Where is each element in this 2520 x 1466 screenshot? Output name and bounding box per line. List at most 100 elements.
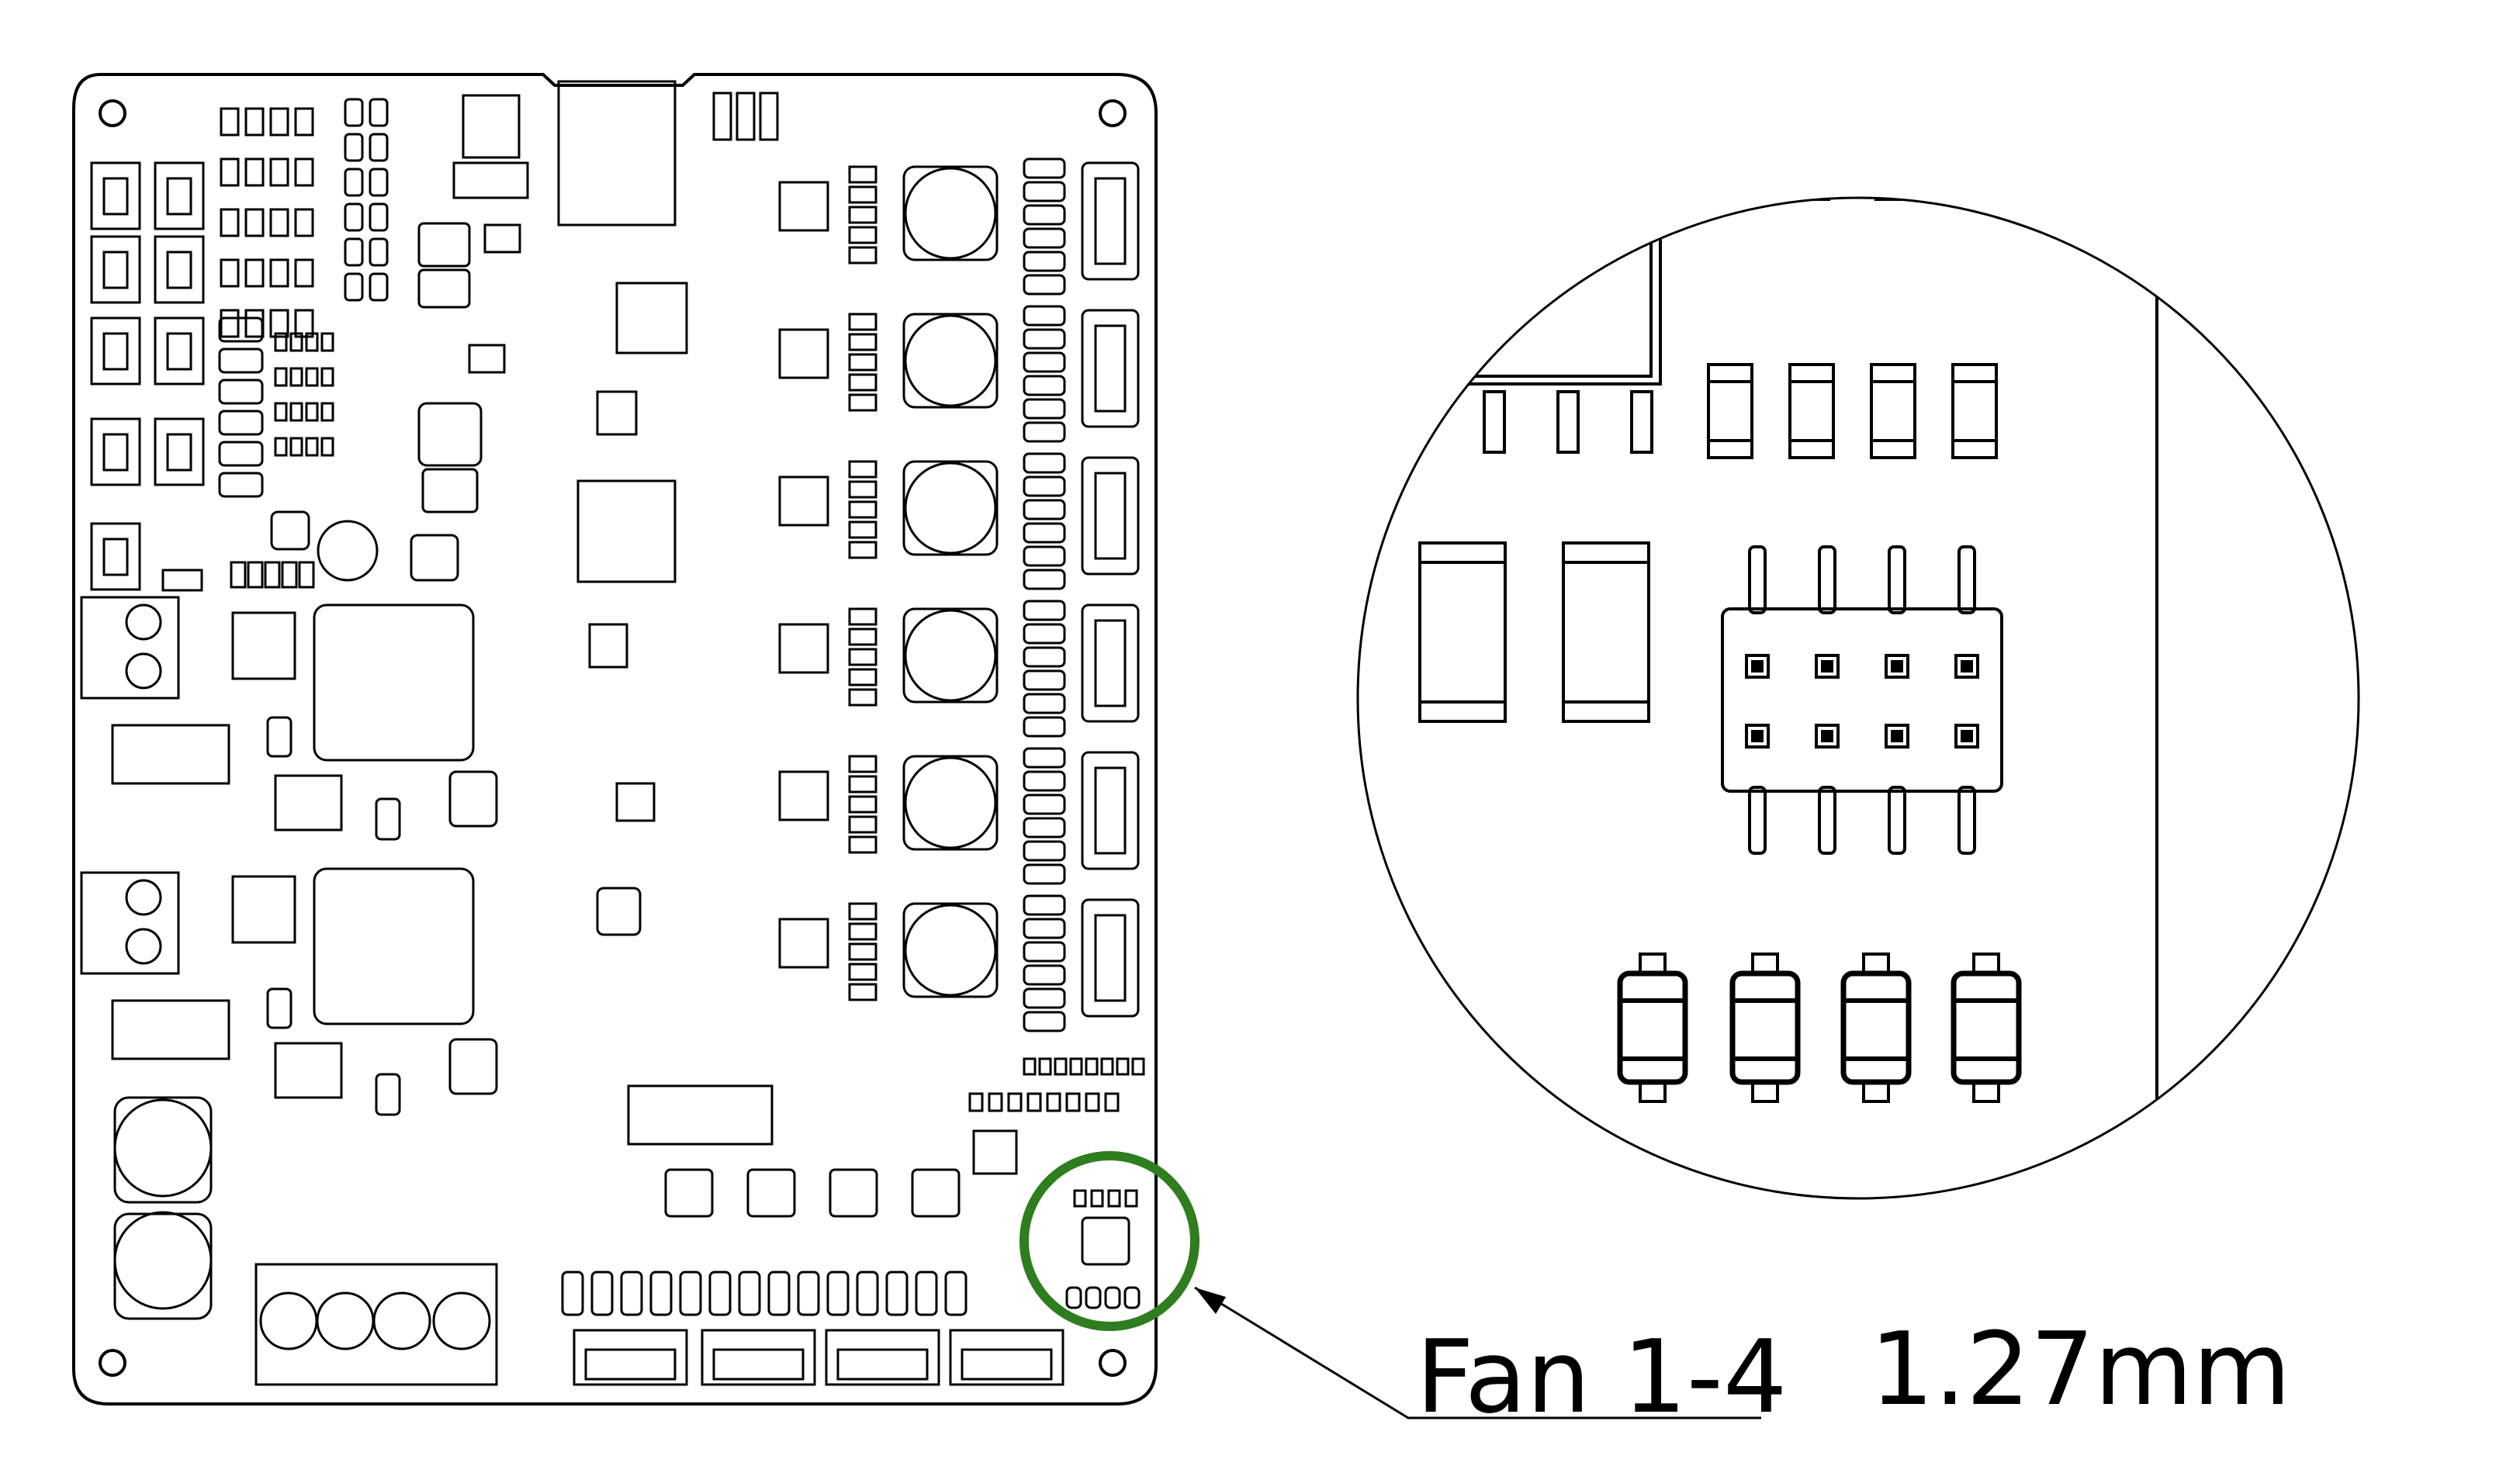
header-pad xyxy=(1815,654,1840,679)
connector-inner xyxy=(102,433,129,472)
connector-inner xyxy=(1094,619,1127,707)
resistor-pad xyxy=(294,157,314,187)
resistor-pad xyxy=(289,332,303,352)
diode-pad xyxy=(1123,1286,1141,1309)
power-inductor xyxy=(902,460,999,556)
led-sot xyxy=(1951,970,2022,1085)
stepper-driver-ic xyxy=(778,918,829,969)
capacitor-pad xyxy=(218,347,264,374)
led-sot xyxy=(1617,970,1688,1085)
capacitor-pad xyxy=(1023,747,1066,769)
highlight-circle xyxy=(1019,1151,1199,1331)
capacitor-pad xyxy=(266,716,292,758)
zoom-detail-circle xyxy=(1356,196,2360,1200)
resistor-pad xyxy=(848,185,878,204)
resistor-pad xyxy=(289,437,303,457)
resistor-pad xyxy=(244,208,265,237)
resistor-pad xyxy=(988,1092,1003,1112)
capacitor-pad xyxy=(1023,669,1066,691)
resistor-pad xyxy=(269,258,289,288)
connector-inner xyxy=(1094,472,1127,560)
capacitor-1206 xyxy=(1418,541,1507,723)
motor-connector xyxy=(1081,898,1140,1018)
jst-connector xyxy=(154,161,205,230)
resistor-pad xyxy=(1065,1092,1081,1112)
capacitor-pad xyxy=(1023,351,1066,373)
heatsink-pad xyxy=(313,867,475,1025)
top-pad xyxy=(1712,198,1749,201)
resistor-pad xyxy=(269,208,289,237)
resistor-pad xyxy=(1124,1189,1138,1208)
resistor-pad xyxy=(848,226,878,244)
resistor-pad xyxy=(848,983,878,1001)
resistor-pad xyxy=(320,367,334,387)
fan-connector xyxy=(949,1329,1064,1386)
capacitor-pad xyxy=(1023,894,1066,916)
capacitor-pad xyxy=(708,1271,732,1316)
connector-inner xyxy=(1094,324,1127,413)
capacitor-pad xyxy=(1023,204,1066,226)
resistor-0603 xyxy=(1707,363,1753,459)
resistor-pad xyxy=(274,437,288,457)
diode-pad xyxy=(369,272,389,302)
header-pad xyxy=(1815,724,1840,749)
inductor xyxy=(417,268,471,309)
capacitor-pad xyxy=(1023,452,1066,474)
smd-component xyxy=(270,510,310,551)
stepper-driver-ic xyxy=(778,623,829,674)
capacitor-pad xyxy=(375,1073,401,1116)
jst-connector xyxy=(90,417,141,486)
motor-connector xyxy=(1081,309,1140,428)
resistor-pad xyxy=(848,353,878,372)
pin-header-small xyxy=(1081,1216,1130,1266)
resistor-0603 xyxy=(1951,363,1998,459)
terminal-screw xyxy=(259,1291,318,1350)
resistor-pad xyxy=(244,309,265,338)
capacitor-pad xyxy=(1023,251,1066,272)
connector-inner xyxy=(1094,914,1127,1002)
ic-chip xyxy=(972,1129,1018,1175)
resistor-pad xyxy=(1073,1189,1087,1208)
jst-connector xyxy=(154,316,205,386)
inductor xyxy=(448,1038,498,1095)
capacitor-pad xyxy=(915,1271,938,1316)
resistor-pad xyxy=(294,107,314,137)
resistor-pad xyxy=(848,607,878,626)
screw-terminal xyxy=(80,596,180,700)
resistor-pad xyxy=(305,437,319,457)
capacitor-pad xyxy=(218,316,264,343)
resistor-pad xyxy=(1131,1057,1145,1076)
capacitor-pad xyxy=(1023,941,1066,963)
diode-pad xyxy=(369,133,389,162)
led-lead xyxy=(1972,1080,2000,1103)
connector-inner xyxy=(712,1348,805,1381)
resistor-pad xyxy=(1069,1057,1083,1076)
capacitor-pad xyxy=(1023,770,1066,792)
fan-connector xyxy=(701,1329,816,1386)
resistor-pad xyxy=(244,107,265,137)
regulator xyxy=(274,774,343,832)
resistor-pad xyxy=(320,332,334,352)
diode-pad xyxy=(344,237,364,267)
capacitor-pad xyxy=(856,1271,879,1316)
capacitor-pad xyxy=(1023,817,1066,838)
fan-connector xyxy=(825,1329,940,1386)
terminal-screw xyxy=(316,1291,375,1350)
resistor-pad xyxy=(848,460,878,479)
power-inductor xyxy=(902,755,999,851)
resistor-pad xyxy=(1038,1057,1052,1076)
resistor-pad xyxy=(220,208,240,237)
stepper-driver-ic xyxy=(778,475,829,527)
header-pin-bottom xyxy=(1888,786,1906,855)
capacitor-pad xyxy=(1023,274,1066,296)
pcb-components xyxy=(80,80,1145,1386)
fan-pin-header xyxy=(1721,607,2003,793)
resistor-pad xyxy=(848,942,878,961)
led-lead xyxy=(1972,953,2000,975)
resistor-pad xyxy=(269,309,289,338)
resistor-pad xyxy=(848,963,878,981)
resistor-pad xyxy=(1100,1057,1114,1076)
callout-label: Fan 1-4 xyxy=(1416,1318,1788,1436)
capacitor-pad xyxy=(1023,421,1066,443)
